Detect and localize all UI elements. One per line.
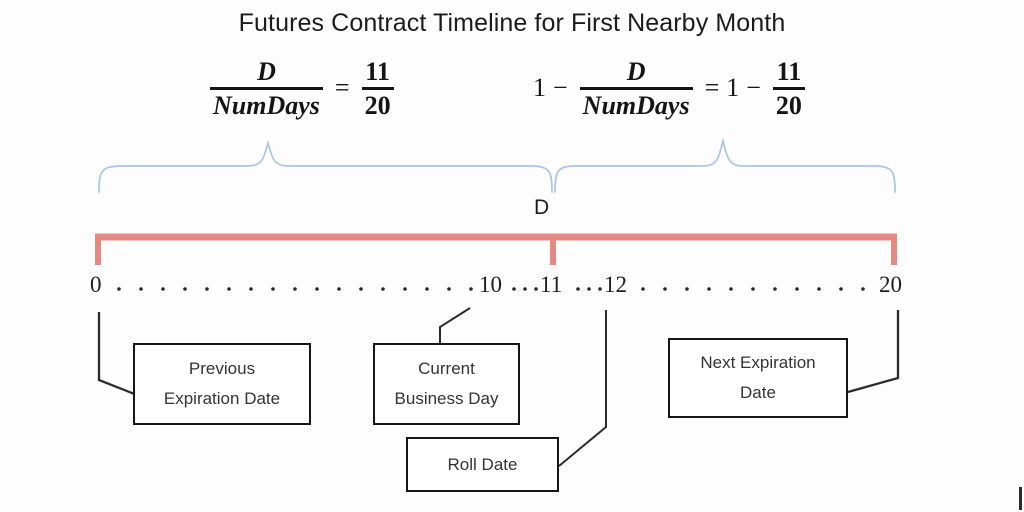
callout-line-2: Business Day [394,389,499,408]
brace-left [98,139,553,193]
fraction-numerator: 11 [776,57,802,86]
callout-previous-expiration-date: Previous Expiration Date [133,343,311,425]
callout-roll-date: Roll Date [406,437,559,492]
callout-current-business-day: Current Business Day [373,343,520,425]
page-title: Futures Contract Timeline for First Near… [238,9,786,37]
leader-next-expiration [847,310,900,394]
fraction-denominator: 20 [775,90,802,120]
leader-previous-expiration [97,312,138,397]
equals-sign: = [704,73,720,103]
fraction-denominator: NumDays [213,90,320,120]
callout-line-1: Roll Date [447,454,518,474]
fraction-eleven-over-twenty: 11 20 [772,57,805,120]
leader-roll-date [558,310,607,467]
timeline-bracket [95,233,897,265]
fraction-bar [361,87,394,90]
callout-line-1: Current [418,359,475,379]
fraction-d-over-numdays: D NumDays [579,57,693,120]
axis-label-20: 20 [879,272,902,297]
leader-current-business-day [439,307,471,343]
edge-artifact-mark [1019,487,1022,510]
callout-line-1: Next Expiration [700,353,816,373]
callout-line-2: Expiration Date [163,389,281,408]
callout-next-expiration-date: Next Expiration Date [668,338,848,418]
callout-line-2: Date [740,383,776,402]
fraction-denominator: 20 [364,90,391,120]
fraction-d-over-numdays: D NumDays [210,58,323,119]
fraction-numerator: D [257,57,276,86]
minus-sign: − [553,73,568,103]
brace-label-d: D [534,196,550,219]
fraction-numerator: 11 [365,57,390,86]
fraction-denominator: NumDays [582,90,690,120]
axis-label-10: 10 [479,272,502,297]
fraction-eleven-over-twenty: 11 20 [361,57,394,120]
brace-right [554,137,896,193]
axis-label-0: 0 [90,272,102,297]
operand-one: 1 [533,73,546,103]
formula-left-fraction: D NumDays = 11 20 [205,58,399,119]
callout-line-1: Previous [188,359,256,379]
fraction-bar [772,87,805,90]
axis-label-12: 12 [604,272,627,297]
axis-label-11: 11 [540,272,563,297]
axis-dotted-line [117,287,865,291]
operand-one: 1 [726,73,740,103]
fraction-numerator: D [626,57,646,86]
formula-right-complement: 1 − D NumDays = 1 − 11 20 [533,58,810,119]
fraction-bar [579,87,693,90]
equals-sign: = [334,73,350,103]
fraction-bar [210,87,323,90]
minus-sign: − [746,73,761,103]
